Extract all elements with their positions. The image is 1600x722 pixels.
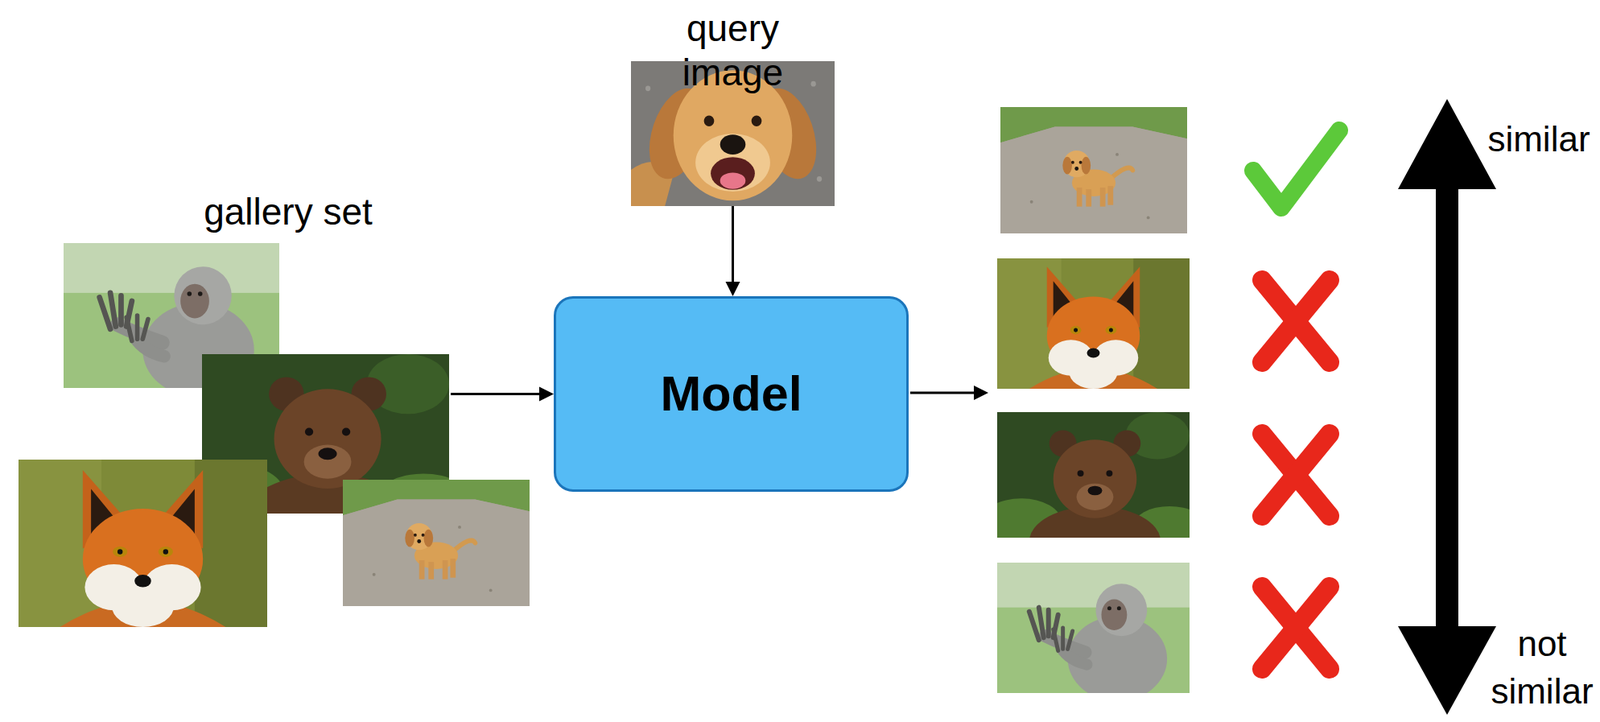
connector-line bbox=[731, 206, 735, 284]
cross-mark bbox=[1261, 433, 1330, 516]
connector-arrow bbox=[450, 387, 554, 402]
output-arrow bbox=[910, 391, 976, 395]
result-photo bbox=[997, 258, 1190, 389]
cross-mark bbox=[1261, 280, 1330, 363]
result-photo bbox=[981, 412, 1206, 578]
group-heading: gallery set bbox=[125, 189, 451, 235]
axis-label: not similar bbox=[1485, 619, 1599, 715]
group-heading: query image bbox=[630, 6, 835, 95]
box-label: Model bbox=[659, 364, 802, 424]
cross-mark bbox=[1261, 586, 1330, 669]
gallery-photo bbox=[342, 479, 530, 607]
gallery-set-group: gallery set bbox=[125, 189, 451, 628]
similarity-arrow bbox=[1397, 98, 1497, 715]
arrow-head bbox=[973, 385, 989, 400]
model-box: Model bbox=[553, 296, 909, 492]
arrow-head bbox=[539, 387, 554, 402]
connector-line bbox=[450, 392, 541, 396]
axis-label: similar bbox=[1478, 115, 1600, 163]
result-photo bbox=[997, 562, 1190, 702]
gallery-photo bbox=[18, 459, 268, 627]
connector-arrow bbox=[725, 206, 741, 297]
check-mark bbox=[1253, 130, 1340, 208]
arrow-head bbox=[725, 281, 741, 297]
query-image-group: query image bbox=[630, 6, 835, 207]
result-photo bbox=[1000, 107, 1188, 234]
